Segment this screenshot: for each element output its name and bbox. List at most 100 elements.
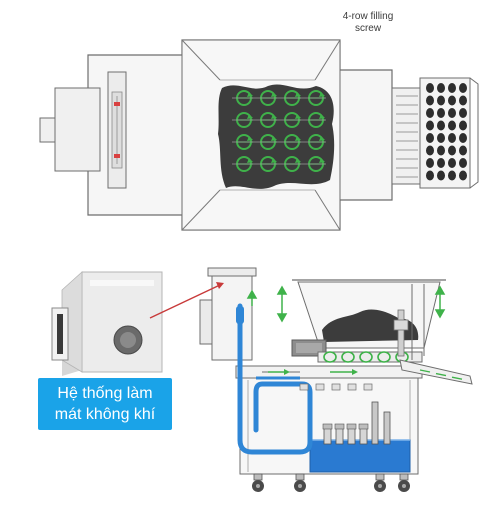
motor-marker-bottom <box>114 154 120 158</box>
nozzle-hole <box>448 108 456 118</box>
water-tank <box>309 439 411 473</box>
pump <box>323 427 332 445</box>
screw-arrow <box>271 136 277 141</box>
green-spiral-icon <box>341 351 355 363</box>
green-spiral-icon <box>323 351 337 363</box>
screw-arrow <box>247 92 253 97</box>
nozzle-hole <box>426 83 434 93</box>
screw-arrow <box>271 92 277 97</box>
rear-knob <box>39 117 56 143</box>
riser-pipe <box>371 401 379 445</box>
cooling-side-panel <box>199 299 213 345</box>
screw-arrow <box>247 114 253 119</box>
nozzle-grid <box>426 83 467 181</box>
nozzle-hole <box>437 120 445 131</box>
riser-pipe <box>383 411 391 445</box>
nozzle-hole <box>459 95 467 106</box>
nozzle-hole <box>426 158 434 168</box>
nozzle-hole <box>459 158 467 168</box>
nozzle-hole <box>426 170 434 181</box>
extruder-fins <box>396 95 418 178</box>
up-down-arrow-icon <box>434 285 446 319</box>
caster-wheels <box>252 473 410 492</box>
up-down-arrow-icon <box>246 289 258 306</box>
caster-mount <box>375 473 385 481</box>
pump-head <box>358 423 369 430</box>
caster-mount <box>253 473 263 481</box>
nozzle-hole <box>459 120 467 131</box>
screw-arrow <box>295 158 301 163</box>
valve-row <box>299 383 373 391</box>
screw-arrow <box>295 114 301 119</box>
nozzle-hole <box>448 120 456 131</box>
caster-mount <box>399 473 409 481</box>
screw-grid <box>232 90 326 172</box>
screw-shaft <box>317 351 423 363</box>
nozzle-hole <box>426 120 434 131</box>
green-spiral-icon <box>359 351 373 363</box>
nozzle-hole <box>459 145 467 156</box>
caster-hub <box>256 484 260 488</box>
valve <box>315 383 325 391</box>
screw-arrow <box>319 136 325 141</box>
nozzle-hole <box>437 83 445 93</box>
cooling-system-callout: Hệ thống làm mát không khí <box>38 378 172 430</box>
caster-mount <box>295 473 305 481</box>
nozzle-hole <box>459 133 467 143</box>
valve <box>347 383 357 391</box>
nozzle-hole <box>426 108 434 118</box>
valve <box>331 383 341 391</box>
nozzle-hole <box>448 95 456 106</box>
extruder-body <box>391 87 423 185</box>
nozzle-hole <box>437 95 445 106</box>
screw-arrow <box>247 136 253 141</box>
screw-arrow <box>295 136 301 141</box>
cooling-unit-body <box>81 271 163 373</box>
nozzle-hole <box>426 95 434 106</box>
pump <box>359 427 368 445</box>
nozzle-hole <box>448 158 456 168</box>
screw-arrow <box>319 158 325 163</box>
filling-screw-label: 4-row filling screw <box>342 11 394 34</box>
screw-arrow <box>319 92 325 97</box>
screw-arrow <box>319 114 325 119</box>
guide-post <box>397 309 405 357</box>
top-view <box>39 39 479 231</box>
nozzle-hole <box>437 145 445 156</box>
flow-arrow-icon <box>284 369 290 375</box>
valve <box>299 383 309 391</box>
nozzle-hole <box>437 133 445 143</box>
conveyor-arrows <box>419 369 463 380</box>
guide-post-cap <box>393 319 409 331</box>
flow-arrow-icon <box>352 369 358 375</box>
pump-set <box>322 401 391 445</box>
nozzle-hole <box>426 133 434 143</box>
screw-arrow <box>295 92 301 97</box>
nozzle-hole <box>459 108 467 118</box>
dough-mass-top <box>218 84 335 189</box>
cooling-unit-illustration <box>51 271 163 376</box>
valve <box>363 383 373 391</box>
nozzle-plate-edge <box>469 77 479 189</box>
nozzle-hole <box>448 145 456 156</box>
screw-arrow <box>247 158 253 163</box>
dough-mass-side <box>322 309 419 342</box>
nozzle-hole <box>437 158 445 168</box>
callout-pointer <box>149 283 223 319</box>
rear-block <box>54 87 101 172</box>
flow-indicator <box>236 306 244 324</box>
nozzle-hole <box>437 170 445 181</box>
nozzle-hole <box>459 170 467 181</box>
caster-hub <box>402 484 406 488</box>
green-spiral-icon <box>377 351 391 363</box>
nozzle-hole <box>448 83 456 93</box>
nozzle-hole <box>437 108 445 118</box>
callout-pointer-head <box>216 282 224 289</box>
nozzle-hole <box>459 83 467 93</box>
nozzle-hole <box>448 170 456 181</box>
screw-arrow <box>271 114 277 119</box>
pump <box>347 427 356 445</box>
side-view <box>199 267 473 492</box>
